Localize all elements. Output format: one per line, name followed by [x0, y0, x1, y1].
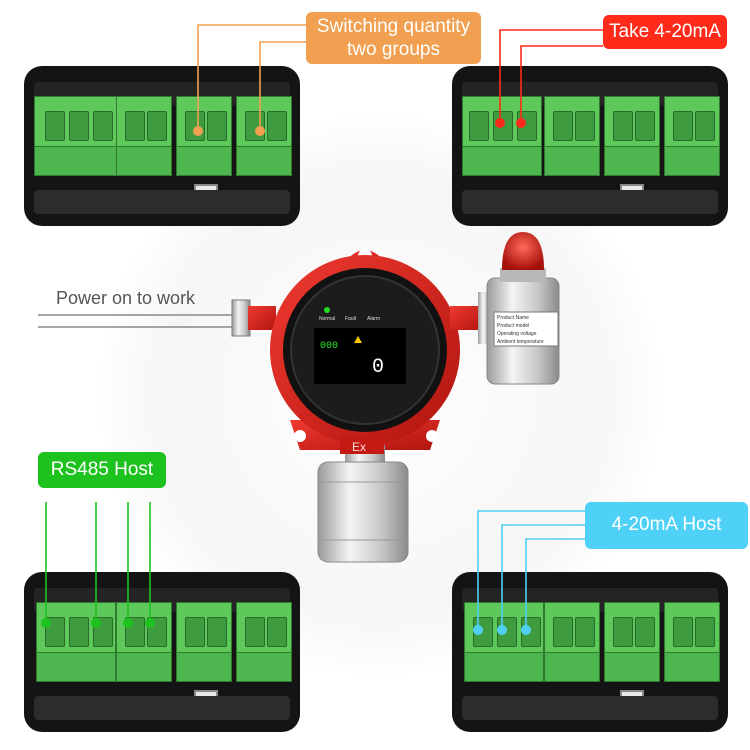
- rs485-label: RS485 Host: [38, 452, 166, 488]
- terminal-panel-rs485: [24, 572, 300, 732]
- terminal-block-1: [36, 602, 116, 682]
- red-dot-2: [516, 118, 526, 128]
- sub-reading: 000: [320, 341, 338, 352]
- green-dot-4: [145, 618, 155, 628]
- take-label: Take 4-20mA: [603, 15, 727, 49]
- switching-label: Switching quantity two groups: [306, 12, 481, 64]
- terminal-block-4: [236, 96, 292, 176]
- terminal-block-4: [664, 602, 720, 682]
- nameplate-line-3: Operating voltage: [497, 331, 537, 337]
- terminal-block-3: [176, 602, 232, 682]
- power-label: Power on to work: [56, 288, 196, 308]
- blue-dot-1: [473, 625, 483, 635]
- terminal-block-4: [664, 96, 720, 176]
- terminal-panel-switching: [24, 66, 300, 226]
- panel-rail: [462, 696, 718, 720]
- terminal-block-2: [544, 96, 600, 176]
- host-label: 4-20mA Host: [585, 502, 748, 549]
- orange-dot-1: [193, 126, 203, 136]
- green-dot-2: [91, 618, 101, 628]
- blue-dot-3: [521, 625, 531, 635]
- terminal-panel-take: [452, 66, 728, 226]
- terminal-block-2: [544, 602, 600, 682]
- status-alarm: Alarm: [367, 316, 380, 322]
- nameplate-line-4: Ambient temperature: [497, 339, 544, 345]
- panel-rail: [462, 190, 718, 214]
- panel-rail: [34, 190, 290, 214]
- orange-dot-2: [255, 126, 265, 136]
- red-dot-1: [495, 118, 505, 128]
- nameplate-line-1: Product Name: [497, 315, 529, 321]
- status-fault: Fault: [345, 316, 357, 322]
- green-dot-1: [41, 618, 51, 628]
- ex-badge: Ex: [352, 440, 366, 454]
- panel-rail: [34, 696, 290, 720]
- terminal-block-2: [116, 96, 172, 176]
- blue-dot-2: [497, 625, 507, 635]
- main-reading: 0: [372, 356, 384, 379]
- status-normal: Normal: [319, 316, 335, 322]
- terminal-block-3: [176, 96, 232, 176]
- terminal-block-3: [604, 96, 660, 176]
- terminal-block-4: [236, 602, 292, 682]
- nameplate-line-2: Product model: [497, 323, 529, 329]
- terminal-panel-host: [452, 572, 728, 732]
- green-dot-3: [123, 618, 133, 628]
- terminal-block-3: [604, 602, 660, 682]
